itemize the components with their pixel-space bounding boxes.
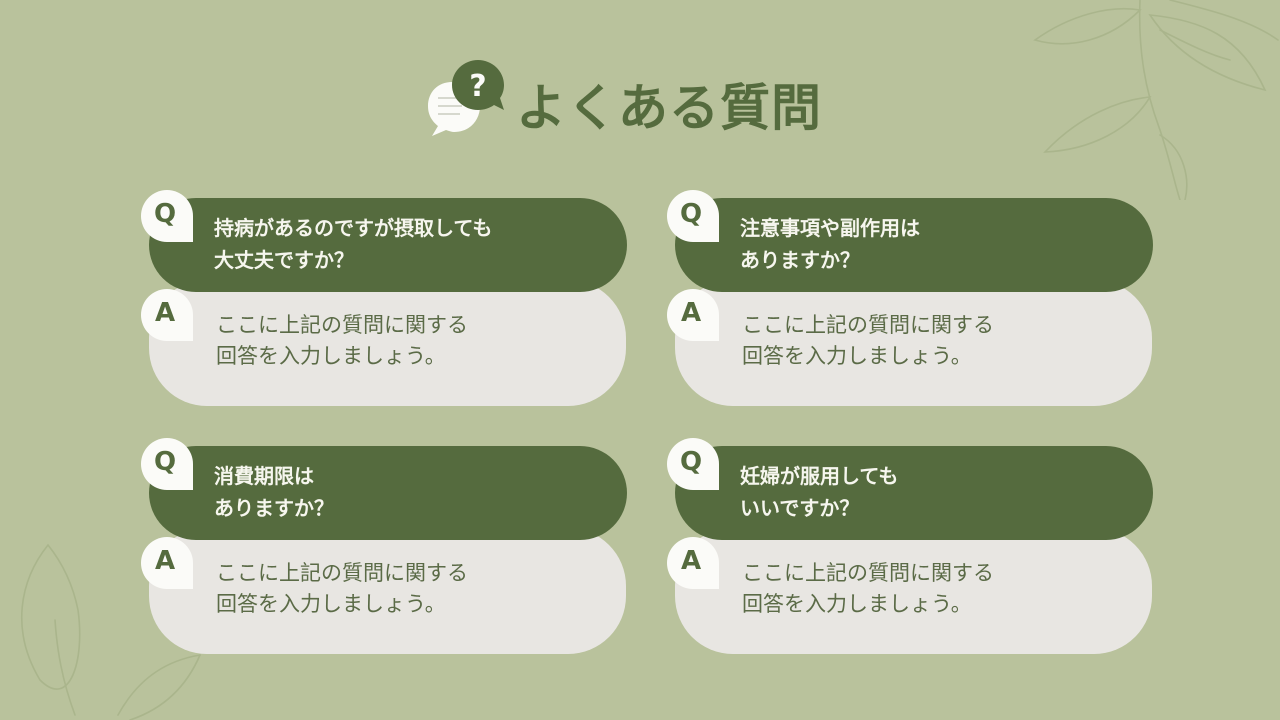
question-badge: Q — [667, 190, 719, 242]
question-badge: Q — [141, 438, 193, 490]
answer-pill: ここに上記の質問に関する 回答を入力しましょう。 — [149, 528, 626, 654]
answer-pill: ここに上記の質問に関する 回答を入力しましょう。 — [675, 528, 1152, 654]
answer-pill: ここに上記の質問に関する 回答を入力しましょう。 — [149, 280, 626, 406]
page-title: よくある質問 — [516, 79, 822, 137]
answer-text: ここに上記の質問に関する 回答を入力しましょう。 — [216, 313, 468, 368]
faq-item: Q 消費期限は ありますか？ A ここに上記の質問に関する 回答を入力しましょう… — [141, 438, 631, 654]
answer-badge: A — [667, 289, 719, 341]
faq-item: Q 注意事項や副作用は ありますか？ A ここに上記の質問に関する 回答を入力し… — [667, 190, 1157, 406]
svg-text:?: ? — [469, 69, 486, 104]
question-pill: 妊婦が服用しても いいですか？ — [675, 446, 1153, 540]
question-pill: 消費期限は ありますか？ — [149, 446, 627, 540]
faq-item: Q 妊婦が服用しても いいですか？ A ここに上記の質問に関する 回答を入力しま… — [667, 438, 1157, 654]
question-badge: Q — [141, 190, 193, 242]
question-text: 注意事項や副作用は ありますか？ — [740, 216, 920, 272]
answer-text: ここに上記の質問に関する 回答を入力しましょう。 — [742, 313, 994, 368]
question-text: 妊婦が服用しても いいですか？ — [740, 464, 899, 520]
question-pill: 注意事項や副作用は ありますか？ — [675, 198, 1153, 292]
question-text: 消費期限は ありますか？ — [214, 464, 334, 520]
answer-text: ここに上記の質問に関する 回答を入力しましょう。 — [216, 561, 468, 616]
question-badge: Q — [667, 438, 719, 490]
page-header: ? よくある質問 — [424, 58, 822, 138]
faq-chat-bubbles-icon: ? — [428, 60, 504, 136]
answer-badge: A — [667, 537, 719, 589]
answer-badge: A — [141, 537, 193, 589]
answer-text: ここに上記の質問に関する 回答を入力しましょう。 — [742, 561, 994, 616]
leaf-decoration-icon — [1033, 0, 1279, 200]
answer-pill: ここに上記の質問に関する 回答を入力しましょう。 — [675, 280, 1152, 406]
answer-badge: A — [141, 289, 193, 341]
question-pill: 持病があるのですが摂取しても 大丈夫ですか？ — [149, 198, 627, 292]
question-text: 持病があるのですが摂取しても 大丈夫ですか？ — [214, 216, 493, 272]
faq-item: Q 持病があるのですが摂取しても 大丈夫ですか？ A ここに上記の質問に関する … — [141, 190, 631, 406]
